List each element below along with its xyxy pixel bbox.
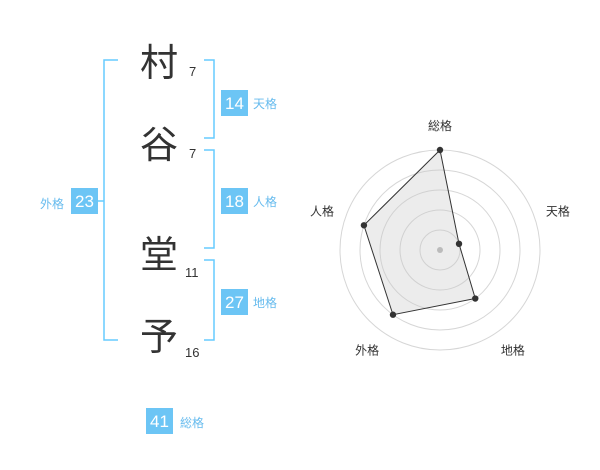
soukaku-value: 41 — [150, 412, 169, 431]
radar-axis-label-2: 天格 — [546, 204, 570, 219]
chikaku-label: 地格 — [253, 295, 277, 310]
jinkaku-value: 18 — [225, 192, 244, 211]
radar-point-3 — [472, 295, 479, 302]
gaikaku-bracket — [103, 59, 118, 341]
stroke-count-2: 7 — [189, 146, 196, 161]
name-char-4: 予 — [140, 315, 178, 359]
radar-point-2 — [455, 240, 463, 248]
jinkaku-bracket — [204, 149, 215, 249]
name-char-2: 谷 — [140, 123, 178, 167]
radar-axis-label-3: 地格 — [501, 342, 525, 357]
tenkaku-badge — [221, 90, 248, 116]
radar-point-1 — [436, 146, 444, 154]
chikaku-value: 27 — [225, 293, 244, 312]
tenkaku-label: 天格 — [253, 96, 277, 111]
name-char-3: 堂 — [140, 233, 178, 277]
radar-data-area — [363, 148, 476, 316]
gaikaku-value: 23 — [75, 192, 94, 211]
soukaku-badge — [146, 408, 173, 434]
name-char-1: 村 — [140, 41, 178, 85]
tenkaku-value: 14 — [225, 94, 244, 113]
tenkaku-bracket — [204, 59, 215, 139]
stroke-count-3: 11 — [185, 265, 199, 280]
stroke-count-4: 16 — [185, 345, 199, 360]
chikaku-bracket — [204, 259, 215, 341]
radar-point-4 — [389, 311, 397, 318]
radar-center-dot — [437, 247, 443, 253]
stroke-count-1: 7 — [189, 64, 196, 79]
soukaku-label: 総格 — [180, 415, 204, 430]
gaikaku-badge — [71, 188, 98, 214]
chikaku-badge — [221, 289, 248, 315]
jinkaku-label: 人格 — [253, 194, 277, 209]
radar-axis-label-5: 人格 — [310, 204, 334, 219]
radar-axis-label-1: 総格 — [428, 118, 452, 133]
jinkaku-badge — [221, 188, 248, 214]
radar-axis-label-4: 外格 — [355, 342, 379, 357]
radar-point-5 — [360, 222, 368, 229]
gaikaku-label: 外格 — [40, 196, 64, 211]
